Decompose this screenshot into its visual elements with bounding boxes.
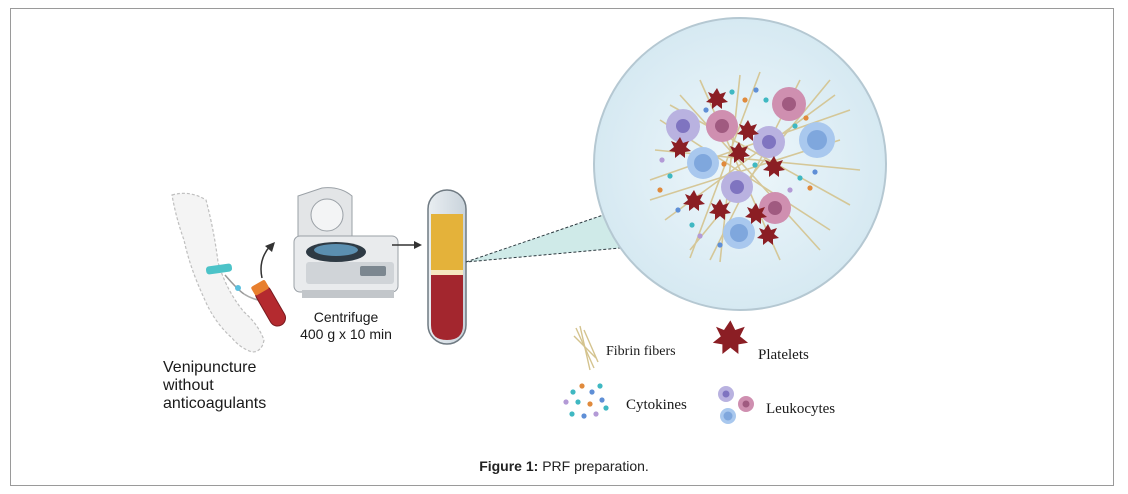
curved-arrow	[260, 245, 271, 279]
collection-tube	[251, 280, 286, 327]
centrifuge-line2: 400 g x 10 min	[300, 326, 392, 342]
leukocytes	[666, 87, 835, 249]
zoom-connector	[465, 211, 621, 263]
legend-platelet-icon	[712, 320, 748, 354]
legend-fibrin-icon	[573, 325, 599, 371]
fibrin-network	[649, 71, 861, 263]
venipuncture-line1: Venipuncture	[163, 359, 257, 376]
caption-text: PRF preparation.	[538, 458, 649, 474]
platelets	[669, 88, 785, 245]
venipuncture-line3: anticoagulants	[163, 395, 267, 412]
cytokines	[657, 87, 818, 248]
centrifuge-illustration	[293, 187, 399, 298]
arm-illustration	[171, 192, 265, 353]
centrifuge-label: Centrifuge 400 g x 10 min	[286, 309, 406, 343]
legend-leukocytes-label: Leukocytes	[766, 401, 836, 417]
prf-clot-layer	[431, 214, 463, 270]
red-blood-cell-layer	[431, 275, 463, 340]
centrifuge-line1: Centrifuge	[313, 309, 379, 325]
caption-label: Figure 1:	[479, 458, 539, 474]
legend-cytokine-icon	[563, 383, 609, 419]
venipuncture-label: Venipuncture without anticoagulants	[163, 359, 313, 413]
prf-tube	[427, 189, 467, 345]
legend-fibrin-label: Fibrin fibers	[606, 344, 676, 359]
venipuncture-line2: without	[163, 377, 214, 394]
figure-caption: Figure 1: PRF preparation.	[0, 458, 1128, 474]
legend-platelets-label: Platelets	[758, 347, 809, 363]
legend-leukocyte-icon	[718, 386, 754, 424]
legend-cytokines-label: Cytokines	[626, 397, 687, 413]
tourniquet	[205, 263, 233, 275]
